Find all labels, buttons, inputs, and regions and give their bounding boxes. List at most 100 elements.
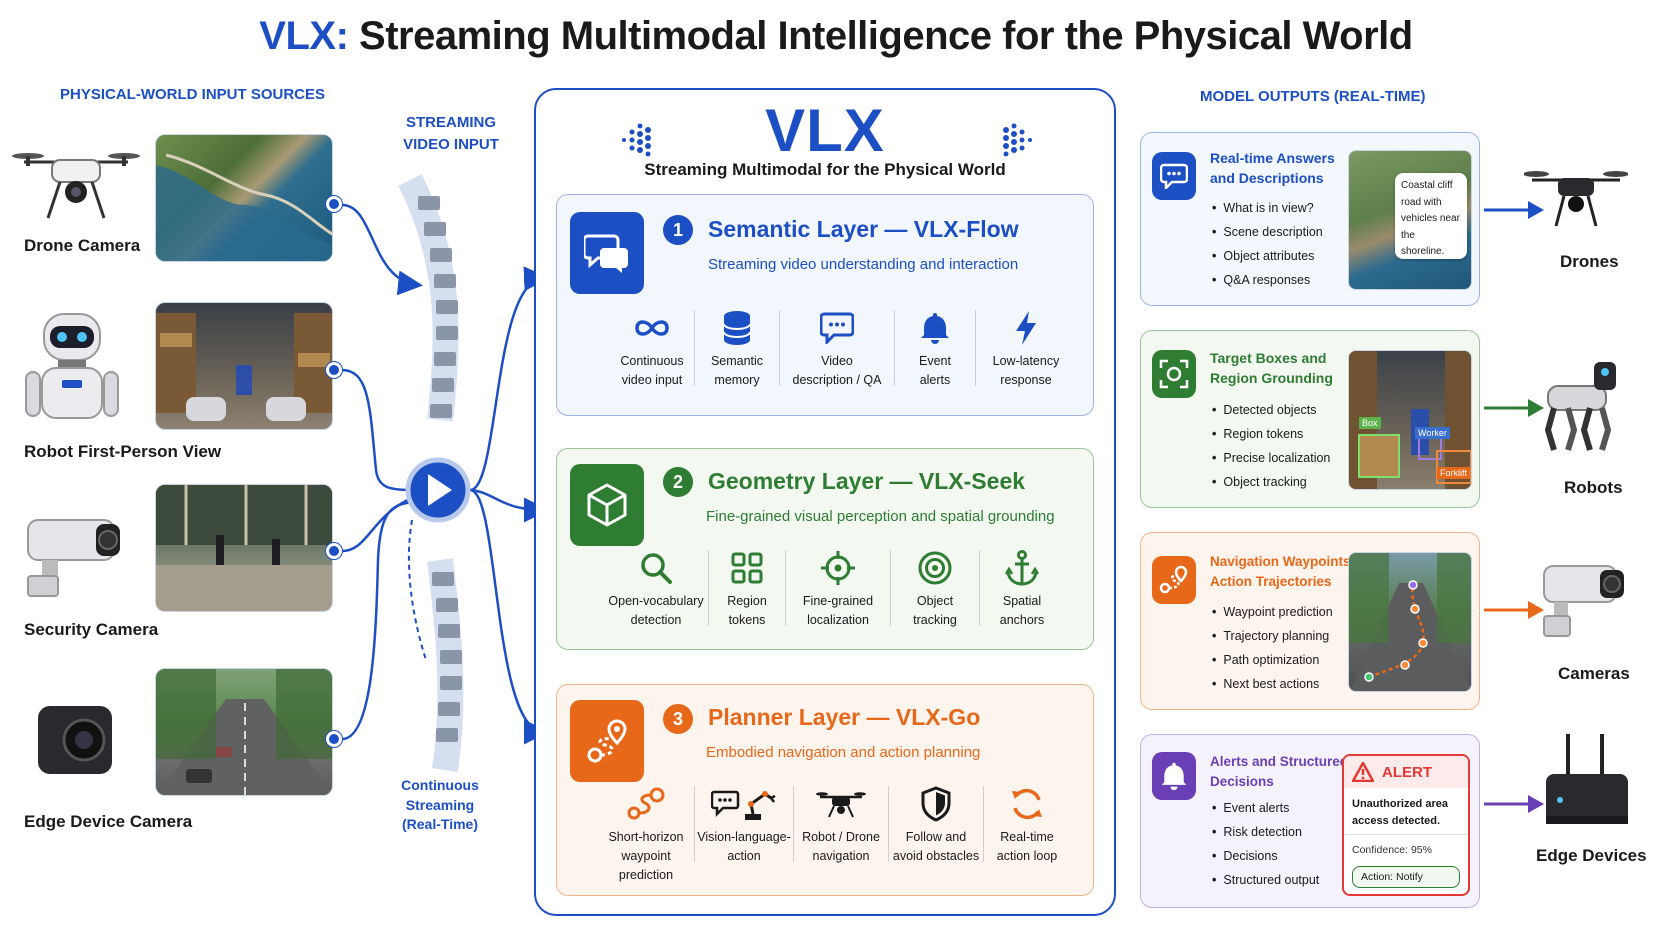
grounding-thumbnail: Box Worker Forklift <box>1348 350 1472 490</box>
geometry-layer-title: Geometry Layer — VLX-Seek <box>708 468 1026 494</box>
source-label-security: Security Camera <box>24 620 159 639</box>
feature-low-latency: Low-latency response <box>976 308 1076 398</box>
play-button-icon <box>405 457 471 523</box>
list-item: Next best actions <box>1212 672 1333 696</box>
stream-footer-line3: (Real-Time) <box>402 816 478 833</box>
video-filmstrip <box>398 174 464 772</box>
feature-event-alerts: Event alerts <box>895 308 975 398</box>
grounding-focus-icon <box>1152 350 1196 398</box>
feature-text: description / QA <box>792 372 882 387</box>
feature-vla: Vision-language- action <box>695 784 793 890</box>
infinity-icon <box>633 308 671 348</box>
bubble-text: road with <box>1401 196 1442 208</box>
layer-number-1: 1 <box>663 215 693 245</box>
edge-connector-dot <box>326 731 342 747</box>
feature-fine-grained: Fine-grained localization <box>786 548 890 638</box>
output-target-robots: Robots <box>1564 478 1623 497</box>
feature-text: Low-latency <box>992 354 1060 368</box>
drone-icon <box>10 140 142 230</box>
list-item: Region tokens <box>1212 422 1330 446</box>
divider <box>979 550 980 626</box>
feature-text: navigation <box>812 848 870 863</box>
security-feed-thumbnail <box>155 484 333 612</box>
drone-icon <box>816 784 866 824</box>
list-item: Object tracking <box>1212 470 1330 494</box>
alerts-bell-icon <box>1152 752 1196 800</box>
divider <box>983 786 984 862</box>
dots-decoration-left-icon <box>622 123 651 157</box>
semantic-chat-icon <box>570 212 644 294</box>
alert-panel: ALERT Unauthorized area access detected.… <box>1342 754 1470 896</box>
list-item: Waypoint prediction <box>1212 600 1332 624</box>
robot-arm-icon <box>711 784 777 824</box>
feature-text: localization <box>807 612 869 627</box>
source-label-robot: Robot First-Person View <box>24 442 222 461</box>
answers-chat-icon <box>1152 152 1196 200</box>
answers-title-line2: and Descriptions <box>1210 170 1324 187</box>
feature-spatial-anchors: Spatial anchors <box>980 548 1064 638</box>
navigation-route-icon <box>1152 556 1196 604</box>
bubble-text: Coastal cliff <box>1401 180 1453 191</box>
feature-continuous-video: Continuous video input <box>610 308 694 398</box>
answers-thumbnail: Coastal cliff road with vehicles near th… <box>1348 150 1472 290</box>
list-item: Path optimization <box>1212 648 1333 672</box>
divider <box>894 310 895 386</box>
drone-connector-dot <box>326 196 342 212</box>
feature-text: Short-horizon <box>608 830 684 844</box>
planner-features: Short-horizon waypoint prediction Vision… <box>598 784 1070 890</box>
source-label-drone: Drone Camera <box>24 236 141 255</box>
lightning-icon <box>1013 308 1039 348</box>
output-target-cameras: Cameras <box>1558 664 1630 683</box>
alert-label: ALERT <box>1382 763 1432 781</box>
stream-footer-line2: Streaming <box>405 796 475 813</box>
feature-video-description: Video description / QA <box>780 308 894 398</box>
feature-semantic-memory: Semantic memory <box>695 308 779 398</box>
box-label-worker: Worker <box>1415 427 1450 439</box>
divider <box>694 310 695 386</box>
alerts-title: Alerts and Structured Decisions <box>1210 752 1348 791</box>
divider <box>890 550 891 626</box>
feature-text: Real-time <box>1000 830 1054 844</box>
divider <box>708 550 709 626</box>
answers-list: What is in view? Scene description Objec… <box>1212 196 1322 292</box>
source-label-edge: Edge Device Camera <box>24 812 193 831</box>
list-item: Scene description <box>1212 220 1322 244</box>
planner-layer-card <box>556 684 1094 896</box>
alerts-title-line2: Decisions <box>1210 773 1274 789</box>
feature-text: response <box>1000 372 1052 387</box>
navigation-title-line1: Navigation Waypoints / <box>1210 554 1359 569</box>
refresh-icon <box>1009 784 1045 824</box>
semantic-layer-subtitle: Streaming video understanding and intera… <box>708 256 1019 273</box>
navigation-thumbnail <box>1348 552 1472 692</box>
route-icon <box>626 784 666 824</box>
anchor-icon <box>1005 548 1039 588</box>
feature-text: Open-vocabulary <box>608 594 704 608</box>
alert-message-line1: Unauthorized area <box>1352 798 1448 810</box>
bell-icon <box>920 308 950 348</box>
vlx-subtitle: Streaming Multimodal for the Physical Wo… <box>644 160 1006 179</box>
page-title: VLX: Streaming Multimodal Intelligence f… <box>0 14 1672 59</box>
security-camera-icon <box>18 510 128 600</box>
answers-title-line1: Real-time Answers <box>1210 150 1335 166</box>
drone-output-icon <box>1524 160 1628 238</box>
feature-text: tokens <box>728 612 766 627</box>
feature-open-vocab: Open-vocabulary detection <box>604 548 708 638</box>
stream-heading-line2: VIDEO INPUT <box>403 135 499 153</box>
divider <box>1344 834 1468 835</box>
alert-action-button[interactable]: Action: Notify <box>1352 866 1460 888</box>
feature-text: avoid obstacles <box>892 848 980 863</box>
geometry-features: Open-vocabulary detection Region tokens … <box>604 548 1064 638</box>
grid-icon <box>731 548 763 588</box>
layer-number-3: 3 <box>663 704 693 734</box>
robot-connector-dot <box>326 362 342 378</box>
grounding-list: Detected objects Region tokens Precise l… <box>1212 398 1330 494</box>
feature-text: Robot / Drone <box>802 830 880 844</box>
feature-text: Follow and <box>905 830 967 844</box>
feature-robot-drone-nav: Robot / Drone navigation <box>794 784 888 890</box>
feature-region-tokens: Region tokens <box>709 548 785 638</box>
planner-layer-subtitle: Embodied navigation and action planning <box>706 744 981 761</box>
security-connector-dot <box>326 543 342 559</box>
stream-heading: STREAMING VIDEO INPUT <box>396 112 506 156</box>
stream-footer-line1: Continuous <box>401 777 479 793</box>
stream-heading-line1: STREAMING <box>406 114 496 131</box>
